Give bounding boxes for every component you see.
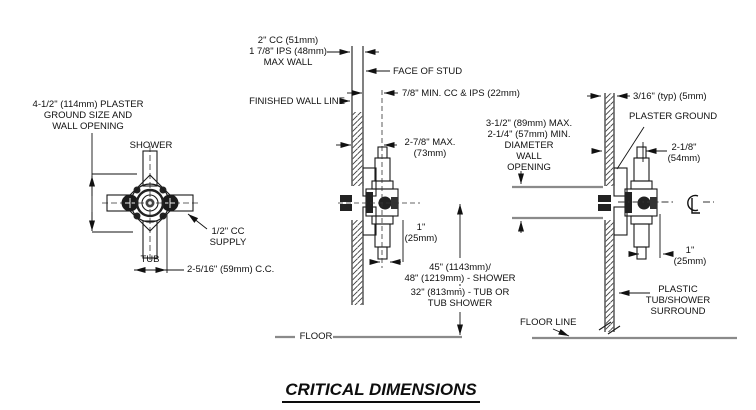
label-inset-middle: 1" (25mm) [404, 222, 438, 244]
label-tub: TUB [140, 254, 160, 265]
label-surround: PLASTIC TUB/SHOWER SURROUND [645, 284, 711, 317]
label-floor-line: FLOOR LINE [520, 317, 577, 328]
stud-section-valve [340, 146, 399, 260]
label-min-cc-ips: 7/8" MIN. CC & IPS (22mm) [402, 88, 520, 99]
surround-section-valve [598, 146, 658, 260]
label-max-depth: 2-7/8" MAX. (73mm) [404, 137, 456, 159]
label-plaster-ground: PLASTER GROUND [629, 111, 718, 122]
label-finished-wall-line: FINISHED WALL LINE [249, 96, 345, 107]
surround-section-figure [512, 93, 737, 340]
label-shower: SHOWER [129, 140, 173, 151]
label-max-wall: 2" CC (51mm) 1 7/8" IPS (48mm) MAX WALL [249, 35, 327, 68]
label-face-of-stud: FACE OF STUD [393, 66, 463, 77]
label-panel-thickness: 3/16" (typ) (5mm) [633, 91, 707, 102]
label-plaster-ground-size: 4-1/2" (114mm) PLASTER GROUND SIZE AND W… [32, 99, 144, 132]
label-center-to-center: 2-5/16" (59mm) C.C. [187, 264, 275, 275]
label-height-tub: 32" (813mm) - TUB OR TUB SHOWER [410, 287, 510, 309]
label-floor: FLOOR [299, 331, 333, 342]
front-view-figure [89, 133, 208, 273]
diagram-title: CRITICAL DIMENSIONS [253, 380, 509, 403]
stud-section-figure [275, 46, 463, 339]
label-wall-opening: 3-1/2" (89mm) MAX. 2-1/4" (57mm) MIN. DI… [485, 118, 573, 173]
label-inset-right: 1" (25mm) [673, 245, 707, 267]
label-supply: 1/2" CC SUPPLY [209, 226, 247, 248]
centerline-icon [687, 194, 700, 214]
front-view-valve [106, 150, 194, 259]
label-wall-to-center: 2-1/8" (54mm) [667, 142, 701, 164]
label-height-shower: 45" (1143mm)/ 48" (1219mm) - SHOWER [404, 262, 516, 284]
